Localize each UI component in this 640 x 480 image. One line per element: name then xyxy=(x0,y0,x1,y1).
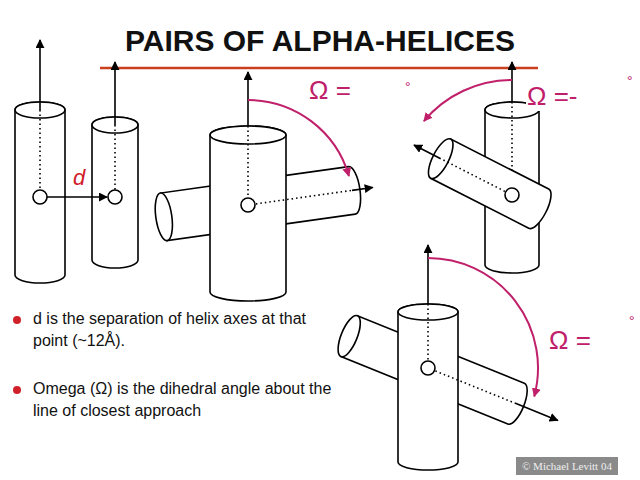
omega-label: Ω =- xyxy=(526,82,579,111)
distance-symbol: d xyxy=(72,166,86,190)
title-underline xyxy=(100,67,538,70)
closest-approach-point xyxy=(241,198,255,212)
helix-axis xyxy=(256,190,352,203)
omega-label: Ω = xyxy=(548,326,592,355)
helix-axis xyxy=(516,404,558,421)
bullet-dot xyxy=(13,316,21,324)
helix-axis xyxy=(441,159,505,192)
omega-arc xyxy=(248,100,349,176)
watermark: © Michael Levitt 04 xyxy=(516,457,618,475)
degree-sign: ° xyxy=(404,80,412,95)
cylinder-body xyxy=(15,102,65,283)
bullet-note: Omega (Ω) is the dihedral angle about th… xyxy=(32,378,334,423)
omega-arc xyxy=(428,258,538,396)
bullet-note: d is the separation of helix axes at tha… xyxy=(32,308,334,353)
helix-axis xyxy=(511,102,513,172)
cylinder-body xyxy=(210,126,286,301)
separation-line xyxy=(47,196,107,198)
helix-axis xyxy=(435,371,516,404)
helix-axis xyxy=(39,40,41,110)
cylinder-body xyxy=(398,304,458,470)
cylinder-body xyxy=(92,117,138,268)
degree-sign: ° xyxy=(628,314,636,329)
cylinder-end xyxy=(334,313,365,360)
helix-axis xyxy=(414,145,441,159)
closest-approach-point xyxy=(505,188,519,202)
helix-axis xyxy=(511,62,513,102)
helix-axis xyxy=(247,126,249,198)
helix-cylinder xyxy=(210,126,286,301)
cylinder-end xyxy=(153,192,176,242)
helix-axis xyxy=(352,187,373,190)
helix-axis xyxy=(39,110,41,190)
closest-approach-point xyxy=(108,190,122,204)
title: PAIRS OF ALPHA-HELICES xyxy=(0,24,640,58)
degree-sign: ° xyxy=(626,74,634,89)
helix-axis xyxy=(114,62,116,125)
helix-axis xyxy=(427,304,429,361)
helix-cylinder xyxy=(424,135,556,231)
closest-approach-point xyxy=(33,190,47,204)
omega-label: Ω = xyxy=(308,76,352,105)
bullet-dot xyxy=(13,386,21,394)
helix-cylinder xyxy=(92,117,138,268)
helix-axis xyxy=(114,125,116,190)
helix-cylinder xyxy=(15,102,65,283)
omega-arc xyxy=(424,80,512,121)
closest-approach-point xyxy=(421,361,435,375)
helix-axis xyxy=(427,245,429,304)
helix-cylinder xyxy=(398,304,458,470)
